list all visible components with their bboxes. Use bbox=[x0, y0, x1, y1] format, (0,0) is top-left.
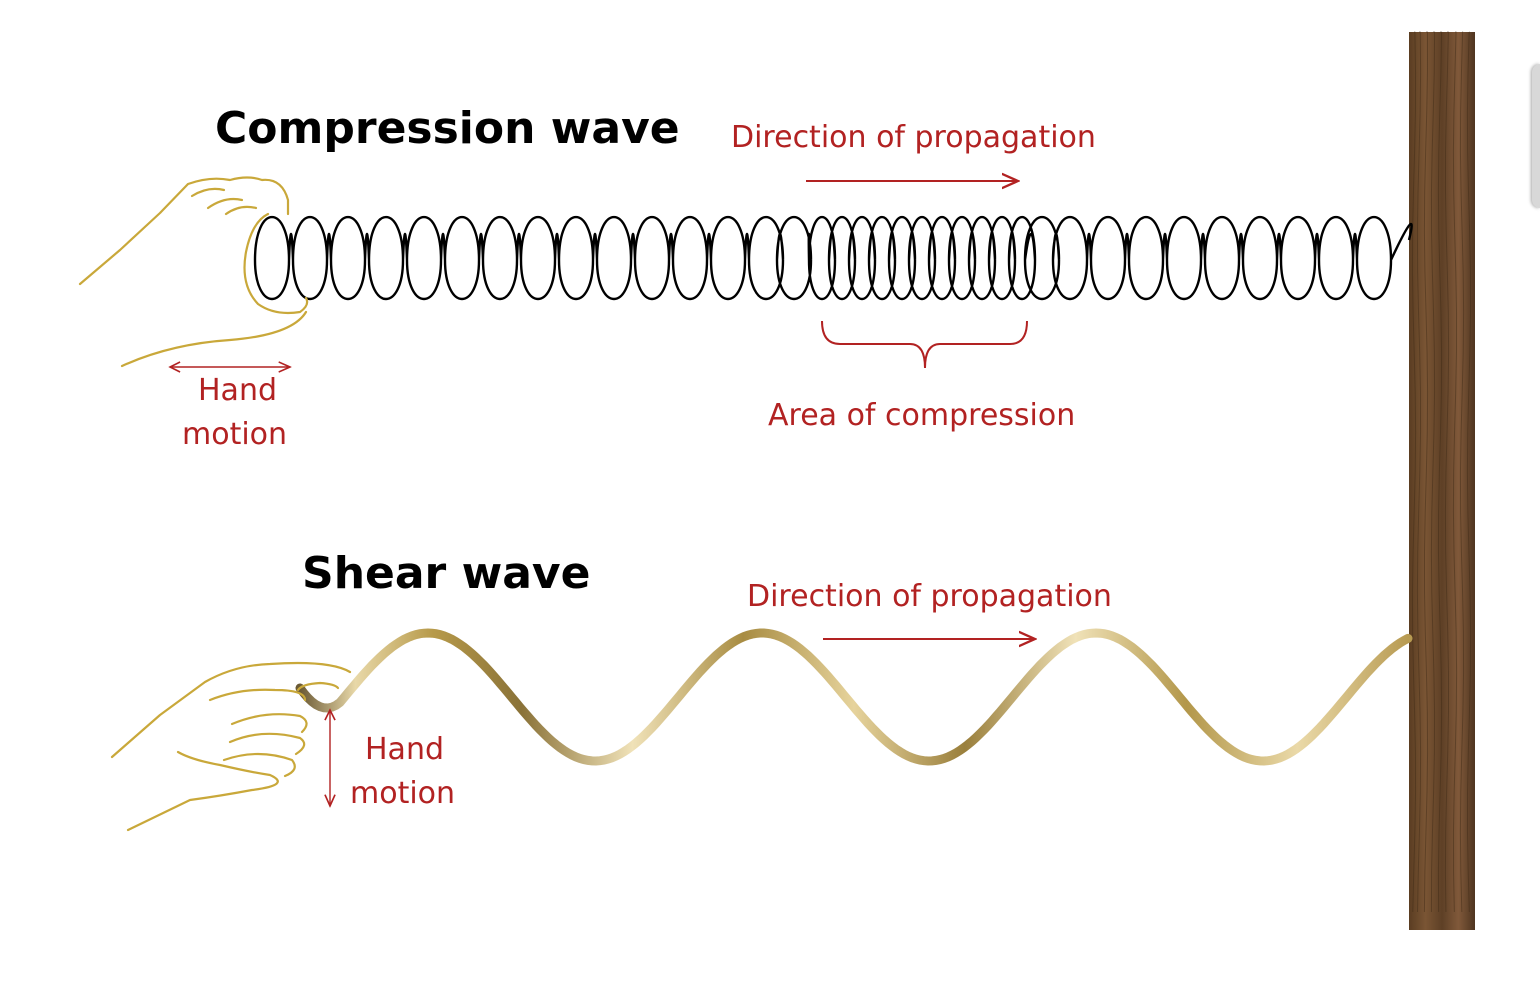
compression-hand-motion-line2: motion bbox=[182, 417, 287, 452]
wooden-wall bbox=[1409, 31, 1475, 930]
compression-title: Compression wave bbox=[215, 103, 680, 154]
side-panel-tab[interactable] bbox=[1532, 64, 1540, 208]
wood-grain-line bbox=[1437, 31, 1443, 913]
spring-coil bbox=[253, 215, 1413, 301]
wood-grain-line bbox=[1466, 31, 1472, 913]
wood-grain-line bbox=[1430, 31, 1436, 913]
shear-hand-motion-line1: Hand bbox=[365, 732, 444, 767]
compression-direction-label: Direction of propagation bbox=[731, 120, 1096, 155]
wood-grain-line bbox=[1444, 31, 1450, 913]
wood-grain-line bbox=[1411, 31, 1417, 913]
wood-grain-line bbox=[1459, 31, 1465, 913]
shear-rope bbox=[295, 628, 1413, 766]
shear-hand-motion-line2: motion bbox=[350, 776, 455, 811]
spring-coil-path bbox=[253, 215, 1413, 301]
wood-grain-line bbox=[1452, 31, 1458, 913]
compression-hand-motion-line1: Hand bbox=[198, 373, 277, 408]
wood-grain-line bbox=[1416, 31, 1422, 913]
wood-grain-line bbox=[1423, 31, 1429, 913]
shear-direction-label: Direction of propagation bbox=[747, 579, 1112, 614]
hand-compression bbox=[78, 176, 309, 368]
hand-shear bbox=[110, 661, 352, 832]
compression-area-label: Area of compression bbox=[768, 398, 1075, 433]
compression-brace bbox=[821, 320, 1028, 369]
shear-title: Shear wave bbox=[302, 548, 590, 599]
